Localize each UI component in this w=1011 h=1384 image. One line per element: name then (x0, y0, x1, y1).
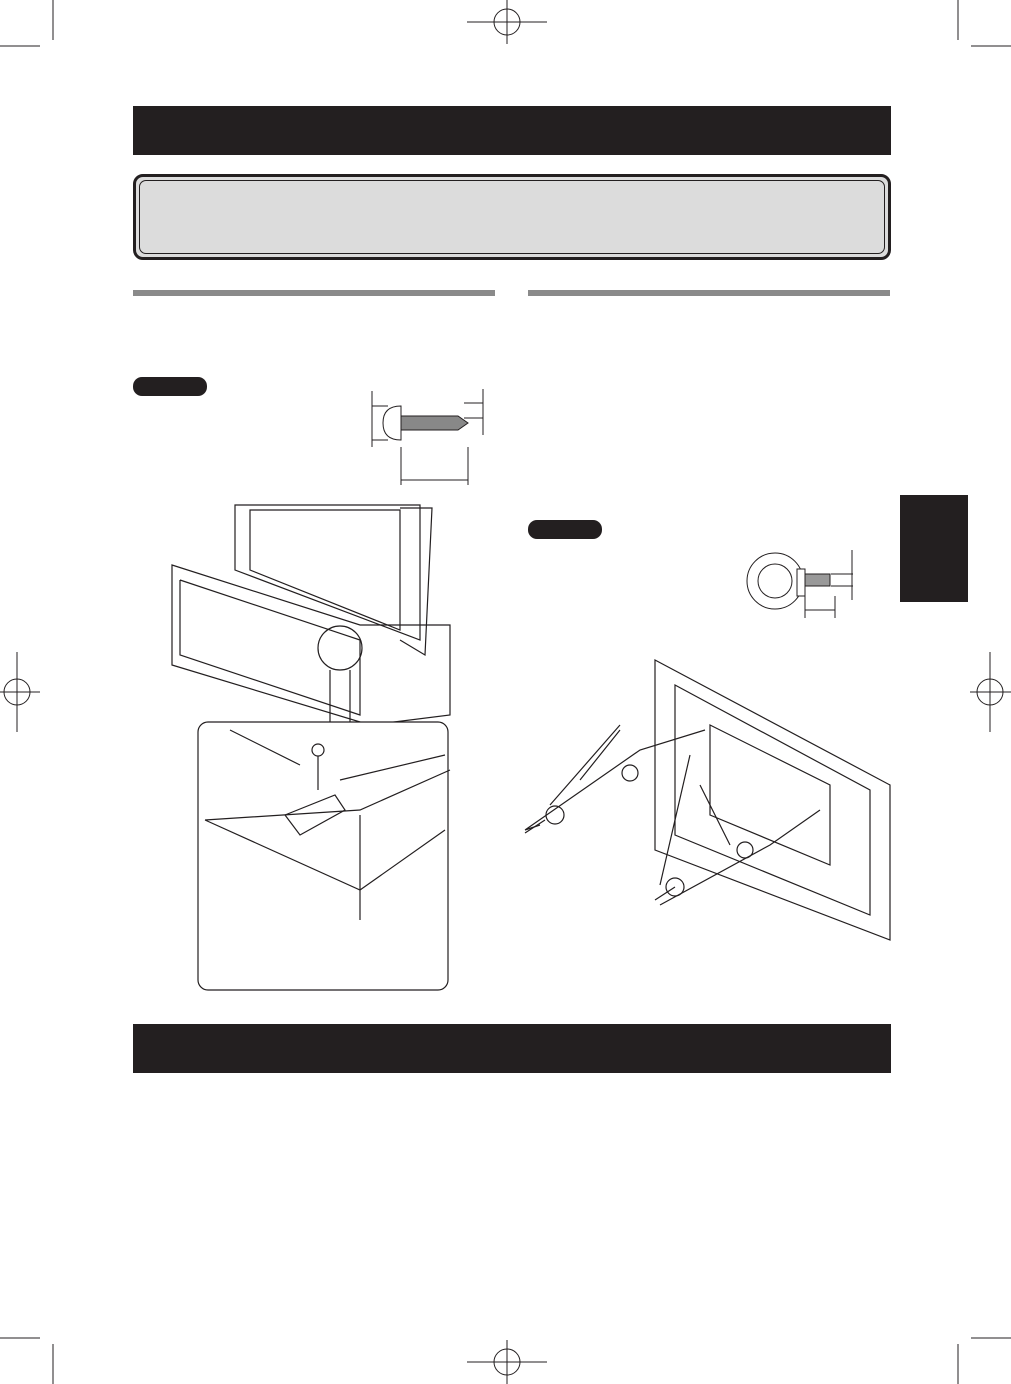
left-column-rule (133, 290, 495, 296)
right-label-pill (528, 520, 602, 539)
section-footer-bar (133, 1024, 891, 1073)
wood-screw-illustration (371, 389, 484, 485)
section-header-bar (133, 106, 891, 155)
side-tab (900, 495, 968, 602)
eye-bolt-illustration (746, 550, 853, 618)
title-panel (133, 174, 891, 260)
left-label-pill (133, 377, 207, 396)
wire-mounting-illustration (524, 659, 891, 941)
stand-mounting-illustration (171, 504, 451, 991)
right-column-rule (528, 290, 890, 296)
